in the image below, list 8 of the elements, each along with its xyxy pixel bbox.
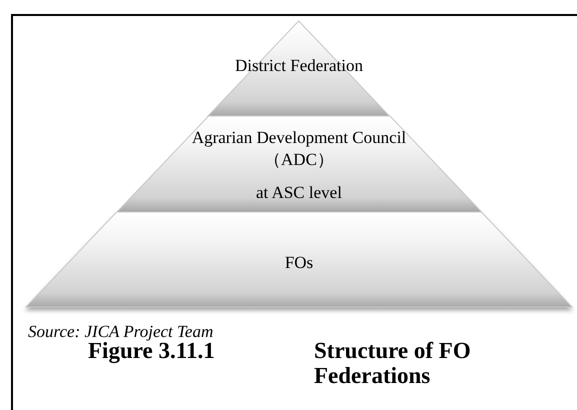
source-note: Source: JICA Project Team [28, 322, 214, 341]
pyramid-tier [116, 116, 482, 212]
tier-label: at ASC level [255, 182, 343, 204]
tier-label: FOs [284, 252, 314, 274]
tier-label: District Federation [234, 55, 364, 77]
pyramid-tier [26, 212, 572, 307]
tier-label: Agrarian Development Council（ADC） [190, 127, 408, 171]
figure-title: Structure of FO Federations [314, 338, 472, 388]
